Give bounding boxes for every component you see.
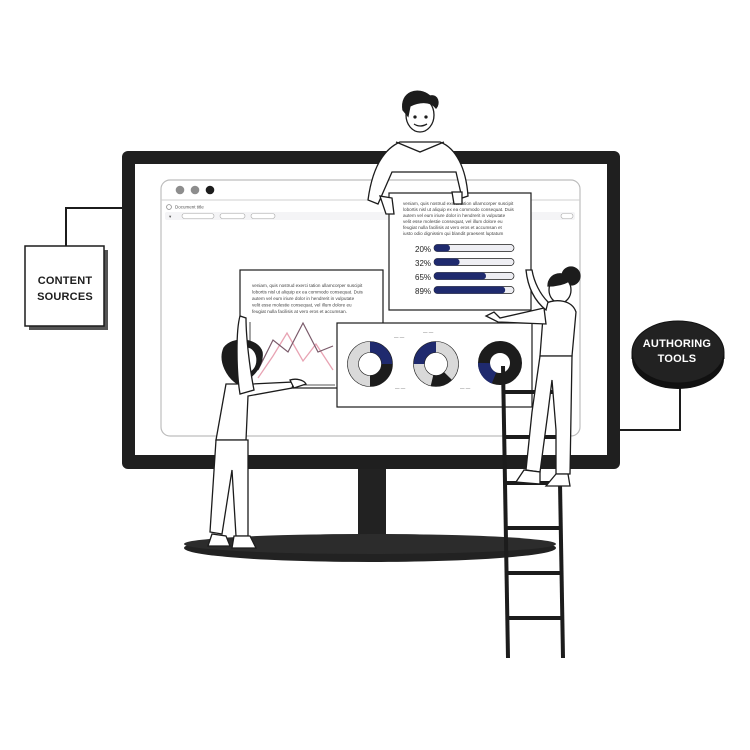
authoring-tools-connector	[616, 386, 681, 431]
svg-text:▾: ▾	[169, 214, 172, 219]
card-text-line: feugiat nulla facilisis at vero eros et …	[403, 225, 503, 230]
donut-chart-card: — — — — — — — —	[336, 322, 533, 408]
content-sources-label: CONTENT	[38, 275, 93, 287]
content-sources-box[interactable]: CONTENT SOURCES	[24, 245, 108, 330]
card-text-line: velit esse molestie consequat, vel illum…	[403, 219, 503, 224]
donut-chart-1	[347, 341, 393, 387]
progress-bar-fill	[434, 258, 460, 266]
donut-tick: — —	[395, 386, 406, 391]
tab-icon	[166, 204, 172, 210]
progress-bars: 20% 32% 65% 89%	[415, 244, 515, 296]
toolbar-pill-2[interactable]	[219, 213, 246, 219]
toolbar-pill-3[interactable]	[250, 213, 276, 219]
line-series-pink	[257, 331, 334, 379]
donut-tick: — —	[423, 330, 434, 335]
card-text-line: veniam, quis nostrud exerci tation ullam…	[252, 283, 363, 288]
donut-chart-2	[413, 341, 459, 387]
card-text-line: feugiat nulla facilisis at vero eros et …	[252, 309, 347, 314]
card-text-line: autem vel eum iriure dolor in hendrerit …	[252, 296, 355, 301]
content-sources-connector	[65, 207, 122, 246]
card-text-line: lobortis nisl ut aliquip ex ea commodo c…	[403, 207, 515, 212]
window-minimize-dot[interactable]	[190, 185, 200, 195]
line-series-dark	[257, 321, 334, 371]
donut-tick: — —	[394, 335, 405, 340]
content-sources-label: SOURCES	[37, 291, 93, 303]
card-text-line: lobortis nisl ut aliquip ex ea commodo c…	[252, 290, 364, 295]
card-text-line: iusto odio dignissim qui blandit praesen…	[403, 231, 504, 236]
person-top	[367, 90, 469, 215]
person-right	[484, 266, 581, 487]
progress-bar-fill	[434, 286, 506, 294]
donut-chart-3	[478, 341, 522, 385]
window-maximize-dot[interactable]	[205, 185, 215, 195]
window-close-dot[interactable]	[175, 185, 185, 195]
authoring-tools-badge[interactable]: AUTHORING TOOLS	[631, 320, 725, 389]
toolbar-pill-right[interactable]	[560, 213, 574, 219]
progress-bar-fill	[434, 272, 486, 280]
person-left	[207, 315, 307, 549]
monitor-stand	[184, 464, 556, 562]
bar-label: 65%	[415, 273, 431, 282]
top-content-card: veniam, quis nostrud exerci tation ullam…	[388, 192, 532, 311]
toolbar-pill-1[interactable]	[181, 213, 215, 219]
bar-label: 32%	[415, 259, 431, 268]
browser-tab-text[interactable]: Document title	[175, 205, 204, 210]
card-text-line: autem vel eum iriure dolor in hendrerit …	[403, 213, 506, 218]
progress-bar-fill	[434, 244, 450, 252]
authoring-tools-label: AUTHORING	[643, 338, 711, 350]
bar-label: 89%	[415, 287, 431, 296]
card-text-line: velit esse molestie consequat, vel illum…	[252, 303, 352, 308]
bar-label: 20%	[415, 245, 431, 254]
donut-tick: — —	[460, 386, 471, 391]
authoring-tools-label: TOOLS	[658, 353, 697, 365]
